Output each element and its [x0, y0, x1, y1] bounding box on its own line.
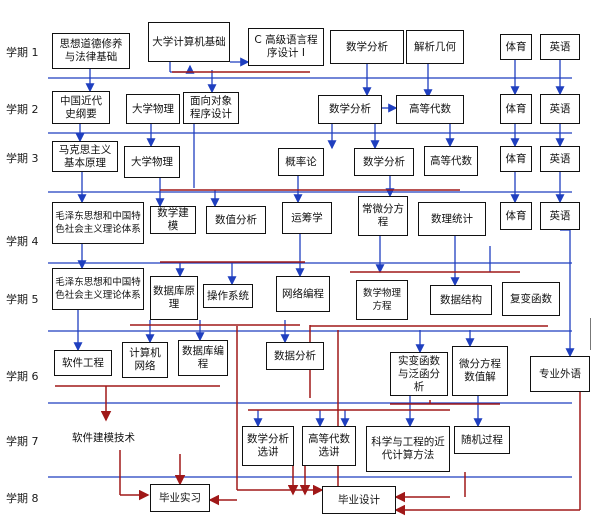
semester-4-label: 学期 4: [6, 235, 39, 248]
course-ideology-law: 思想道德修养与法律基础: [52, 33, 130, 69]
course-numerical-de: 微分方程数值解: [452, 346, 508, 396]
course-advanced-algebra-2: 高等代数: [396, 95, 464, 124]
semester-6-label: 学期 6: [6, 370, 39, 383]
semester-2-label: 学期 2: [6, 103, 39, 116]
course-discrete-math: 数学建模: [150, 206, 196, 234]
edge-mark: [590, 318, 591, 350]
course-english-1: 英语: [540, 34, 580, 60]
course-sci-computing: 科学与工程的近代计算方法: [366, 426, 450, 472]
course-data-analysis: 数据分析: [266, 342, 324, 370]
semester-5-label: 学期 5: [6, 293, 39, 306]
course-computer-network: 计算机网络: [122, 342, 168, 378]
course-pe-2: 体育: [500, 94, 532, 124]
course-physics-1: 大学物理: [126, 94, 180, 124]
course-math-analysis-lecture: 数学分析选讲: [242, 426, 294, 466]
course-algebra-lecture: 高等代数选讲: [302, 426, 356, 466]
course-probability: 概率论: [278, 148, 324, 176]
course-mao-1: 毛泽东思想和中国特色社会主义理论体系: [52, 202, 144, 244]
course-physics-2: 大学物理: [124, 146, 180, 178]
course-numerical-analysis: 数值分析: [206, 206, 266, 234]
course-english-4: 英语: [540, 202, 580, 230]
course-database-programming: 数据库编程: [178, 340, 228, 376]
course-math-analysis-2: 数学分析: [318, 95, 382, 124]
course-stochastic: 随机过程: [454, 426, 510, 454]
course-operations-research: 运筹学: [282, 202, 332, 234]
course-os: 操作系统: [203, 284, 253, 308]
course-modern-history: 中国近代史纲要: [52, 91, 110, 124]
semester-1-label: 学期 1: [6, 46, 39, 59]
course-marxism: 马克思主义基本原理: [52, 141, 118, 172]
course-mao-2: 毛泽东思想和中国特色社会主义理论体系: [52, 268, 144, 310]
course-english-2: 英语: [540, 94, 580, 124]
course-thesis: 毕业设计: [322, 486, 396, 514]
course-real-functional: 实变函数与泛函分析: [390, 352, 448, 396]
course-professional-english: 专业外语: [530, 356, 590, 392]
course-oop: 面向对象程序设计: [183, 92, 239, 124]
course-data-structures: 数据结构: [430, 285, 492, 315]
course-software-engineering: 软件工程: [54, 350, 112, 376]
course-analytic-geometry: 解析几何: [406, 30, 464, 64]
course-complex-functions: 复变函数: [502, 282, 560, 316]
course-software-modeling: 软件建模技术: [72, 432, 135, 444]
course-c-programming: C 高级语言程序设计 I: [248, 28, 324, 66]
course-math-statistics: 数理统计: [418, 202, 486, 236]
course-cs-basics: 大学计算机基础: [148, 22, 230, 62]
semester-7-label: 学期 7: [6, 435, 39, 448]
course-pe-1: 体育: [500, 34, 532, 60]
course-pe-4: 体育: [500, 202, 532, 230]
course-network-programming: 网络编程: [276, 276, 330, 312]
semester-3-label: 学期 3: [6, 152, 39, 165]
course-math-analysis-1: 数学分析: [330, 30, 404, 64]
course-math-analysis-3: 数学分析: [354, 148, 414, 176]
course-pde: 数学物理方程: [356, 280, 408, 320]
course-advanced-algebra-3: 高等代数: [424, 146, 478, 176]
course-pe-3: 体育: [500, 146, 532, 172]
course-ode: 常微分方程: [358, 196, 408, 236]
course-internship: 毕业实习: [150, 484, 210, 512]
course-database-principles: 数据库原理: [150, 276, 198, 320]
semester-8-label: 学期 8: [6, 492, 39, 505]
course-english-3: 英语: [540, 146, 580, 172]
